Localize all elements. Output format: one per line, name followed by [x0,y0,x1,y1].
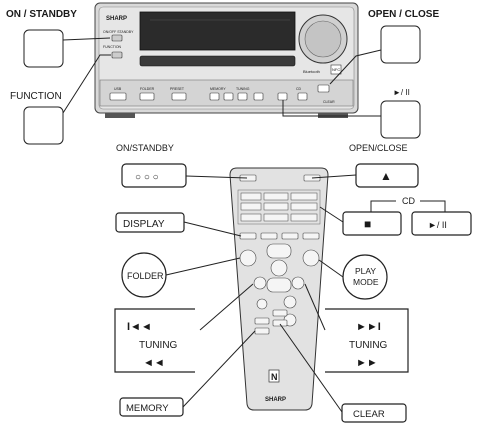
remote-play-pause-button[interactable] [290,202,318,211]
remote-stop-button[interactable] [263,202,289,211]
callout-display: DISPLAY [123,219,165,230]
unit-usb-port[interactable] [109,92,127,101]
remote-memory-button[interactable] [254,327,270,335]
remote-nfc-letter: N [271,372,278,382]
callout-play-pause-top: ►/ II [393,88,410,97]
callout-tuning-left-label: TUNING [139,340,178,351]
callout-tuning-left-bracket [114,308,195,373]
remote-display-button[interactable] [239,232,257,240]
callout-folder: FOLDER [127,271,164,281]
unit-stop-button[interactable] [253,92,264,101]
unit-function-button[interactable] [111,51,123,59]
unit-open-close-button[interactable] [317,84,330,93]
unit-label-standby: ON/OFF STANDBY [103,30,134,34]
callout-clear-box [341,403,407,423]
callout-function: FUNCTION [10,91,62,102]
unit-tuning-up-button[interactable] [237,92,248,101]
unit-memory-button[interactable] [209,92,220,101]
main-unit: SHARP ON/OFF STANDBY FUNCTION Bluetooth … [94,2,359,118]
unit-display [139,11,296,51]
callout-eject-symbol: ▲ [380,169,392,183]
unit-label-folder: FOLDER [140,87,155,91]
callout-stop-box [342,211,402,236]
unit-bluetooth-label: Bluetooth [303,69,320,74]
callout-play-pause-top-box [380,100,421,139]
unit-label-usb: USB [114,87,122,91]
remote-control: N SHARP [229,167,329,411]
callout-stop-symbol: ■ [364,217,371,231]
callout-tuning-left-bottom: ◄◄ [143,357,165,369]
unit-label-cd: CD [296,87,302,91]
callout-on-standby-top: ON / STANDBY [6,9,77,20]
unit-label-tuning: TUNING [236,87,250,91]
unit-foot-left [105,113,135,118]
callout-on-standby-dots: ○ ○ ○ [135,172,159,183]
unit-tuning-down-button[interactable] [223,92,234,101]
callout-tuning-right-bottom: ►► [356,357,378,369]
callout-open-close-remote: OPEN/CLOSE [349,143,408,153]
unit-brand: SHARP [106,16,127,22]
unit-preset-button[interactable] [171,92,187,101]
callout-on-standby-remote-box [121,163,187,188]
callout-function-box [23,106,64,145]
unit-label-function: FUNCTION [103,45,122,49]
remote-folder-button[interactable] [239,249,257,267]
unit-folder-button[interactable] [139,92,155,101]
callout-open-close-top: OPEN / CLOSE [368,9,439,20]
unit-standby-button[interactable] [111,34,123,42]
remote-nfc-mark [268,369,280,383]
unit-label-clear: CLEAR [323,100,335,104]
callout-play-pause-remote-box [411,211,472,236]
callout-open-close-top-box [380,25,421,64]
callout-on-standby-top-box [23,29,64,68]
callout-on-standby-remote: ON/STANDBY [116,143,174,153]
callout-memory: MEMORY [126,403,169,414]
cd-slot [139,55,296,67]
unit-cd-button[interactable] [297,92,308,101]
callout-play-mode-line2: MODE [353,277,379,287]
callout-tuning-right-bracket [325,308,409,373]
remote-volume-up-button[interactable] [283,295,297,309]
callout-clear: CLEAR [353,409,385,420]
unit-play-button[interactable] [277,92,288,101]
callout-tuning-right-top: ►►I [356,321,381,333]
callout-tuning-right-label: TUNING [349,340,388,351]
remote-tuning-up-button[interactable] [291,276,305,290]
callout-play-pause-remote: ►/ II [428,220,447,230]
unit-label-preset: PRESET [170,87,185,91]
remote-brand: SHARP [265,397,286,403]
remote-play-mode-button[interactable] [302,249,320,267]
remote-clear-button[interactable] [272,319,288,327]
remote-tuning-down-button[interactable] [253,276,267,290]
callout-tuning-left-top: I◄◄ [127,321,152,333]
unit-nfc-label: NFC [332,67,340,72]
remote-enter-button[interactable] [270,259,288,277]
callout-play-mode-line1: PLAY [355,266,376,276]
unit-label-memory: MEMORY [210,87,226,91]
callout-cd: CD [402,196,415,206]
